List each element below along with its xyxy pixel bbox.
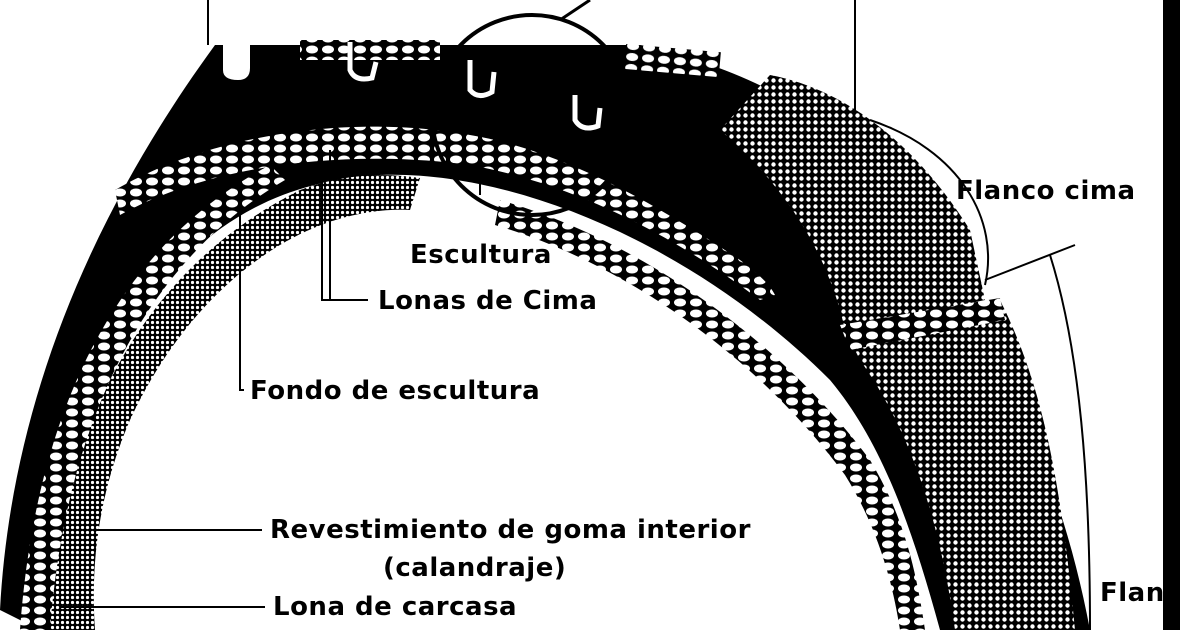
label-revestimiento: Revestimiento de goma interior (270, 515, 751, 545)
label-lona-de-carcasa: Lona de carcasa (273, 592, 518, 622)
groove-hook (467, 60, 497, 98)
tread-block (300, 40, 440, 60)
leader-lonas (321, 150, 368, 301)
label-flanco-cima: Flanco cima (956, 176, 1136, 206)
label-fondo-de-escultura: Fondo de escultura (250, 376, 541, 406)
label-flanco-cut: Flanc (1100, 580, 1163, 606)
inner-lining-left (45, 175, 420, 630)
tread-block (624, 43, 721, 78)
page-edge-bar-inner (1180, 0, 1200, 630)
magnifier-circle (430, 13, 634, 217)
sidewall-divider (840, 298, 1005, 350)
flanco-cima-leader (984, 244, 1076, 281)
sidewall-block (845, 300, 1075, 630)
groove-hook (223, 45, 250, 81)
shoulder-block (720, 75, 985, 330)
label-calandraje: (calandraje) (383, 553, 567, 583)
groove-hook (347, 42, 379, 82)
flanco-cima-bracket (869, 119, 990, 286)
label-lonas-de-cima: Lonas de Cima (378, 286, 598, 316)
leader-fondo (239, 80, 244, 391)
carcass-ply (20, 165, 285, 630)
groove-hook (572, 95, 603, 131)
label-escultura: Escultura (410, 240, 552, 270)
magnifier-handle-line (559, 0, 591, 22)
flanco-bracket (1049, 254, 1091, 630)
